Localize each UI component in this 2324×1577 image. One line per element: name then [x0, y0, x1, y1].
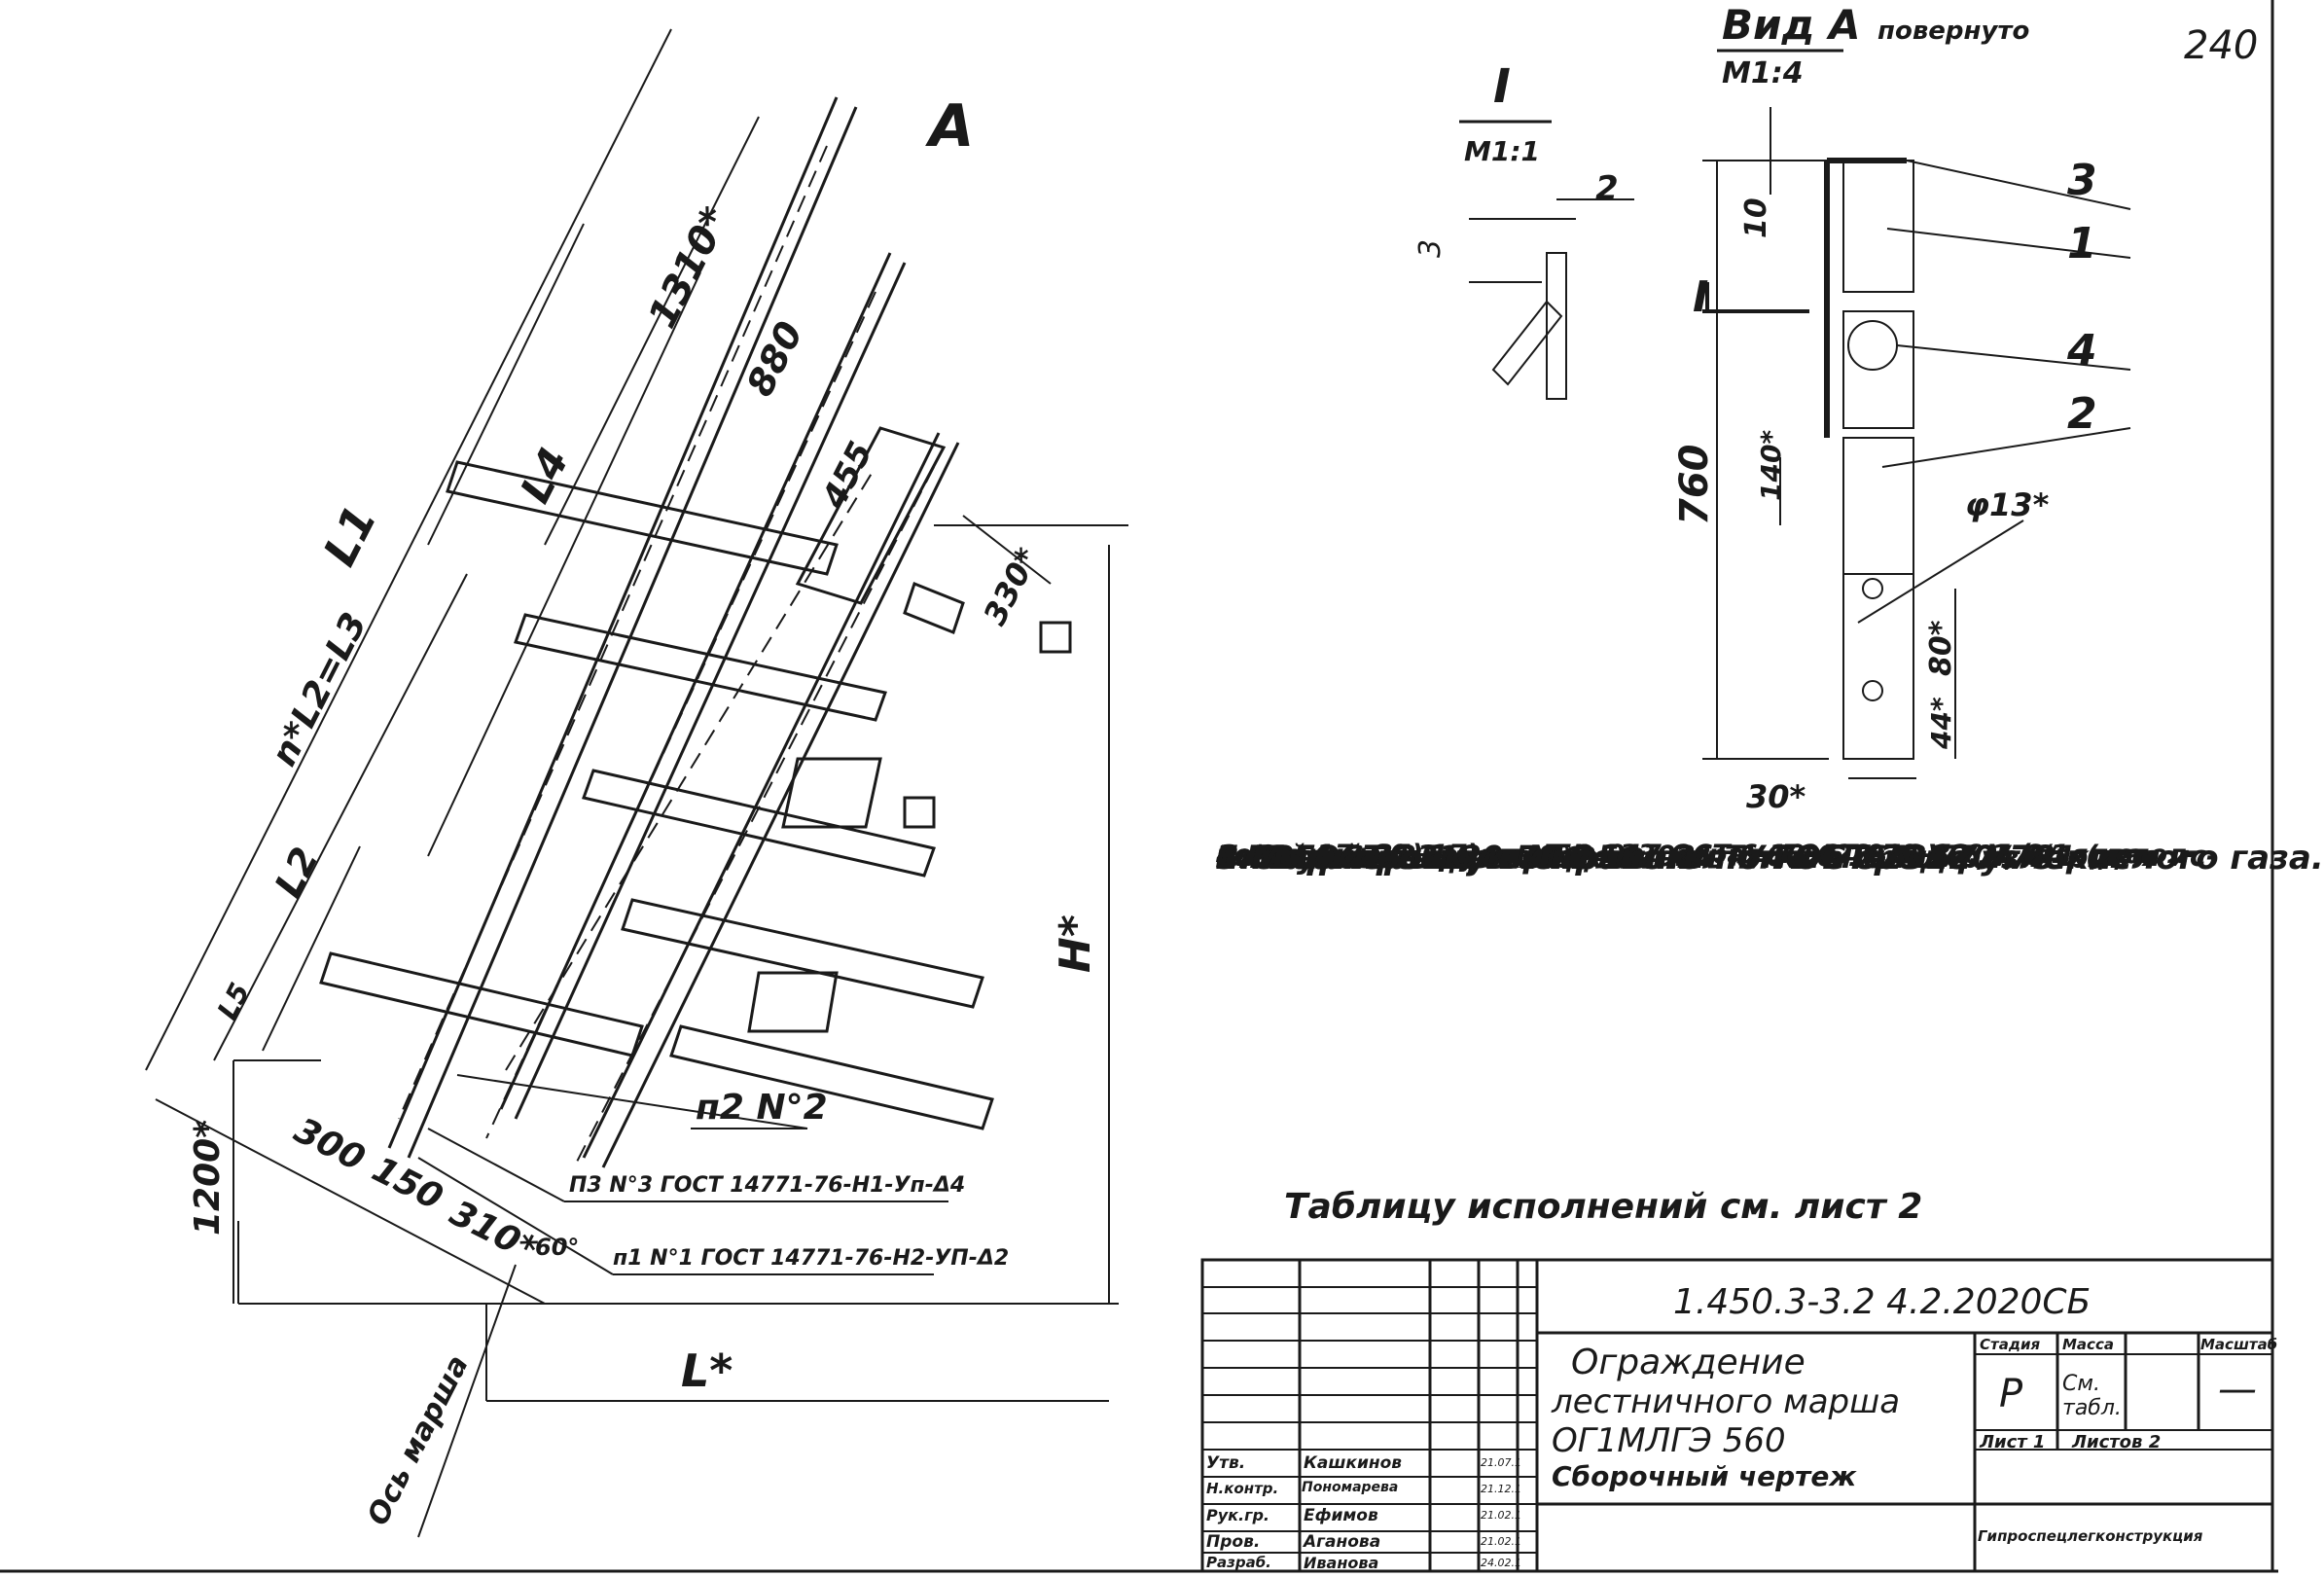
dim-L: L* [681, 1344, 733, 1397]
signature-name: Иванова [1304, 1554, 1379, 1572]
doc-code: 1.450.3-3.2 4.2.2020СБ [1673, 1282, 2092, 1322]
axis-label: Ось марша [361, 1350, 476, 1531]
main-view [319, 96, 1072, 1168]
dim-H: H* [1051, 914, 1100, 973]
signature-row: Утв. Кашкинов 21.07.1 [1204, 1452, 1535, 1477]
callout-3: 3 [2067, 156, 2097, 205]
view-a-dim-140: 140* [1755, 430, 1787, 501]
mass-value: См. табл. [2062, 1372, 2122, 1420]
signature-role: Рук.гр. [1206, 1506, 1269, 1524]
signature-role: Пров. [1206, 1532, 1261, 1552]
view-a-dim-80: 80* [1924, 620, 1958, 676]
dim-L1: L1 [313, 497, 387, 574]
signature-row: Разраб. Иванова 24.02.1 [1204, 1553, 1535, 1574]
product-name-line-3: ОГ1МЛГЭ 560 [1552, 1421, 1786, 1460]
section-I-dim-3: 3 [1413, 239, 1448, 258]
product-name-line-2: лестничного марша [1552, 1382, 1901, 1421]
product-name-line-4: Сборочный чертеж [1552, 1460, 1857, 1492]
signature-row: Пров. Аганова 21.02.1 [1204, 1530, 1535, 1556]
weld-p1-label: п1 N°1 ГОСТ 14771-76-Н2-УП-Δ2 [613, 1246, 1009, 1271]
note-1: 1.Сварные швы N°2 выполнять в среде угле… [1216, 839, 2324, 878]
dim-L2: L2 [267, 841, 327, 904]
callout-2: 2 [2067, 389, 2097, 439]
stage-value: Р [1999, 1372, 2023, 1416]
signature-name: Аганова [1304, 1532, 1381, 1552]
signature-role: Утв. [1206, 1453, 1246, 1473]
view-a-scale: М1:4 [1722, 56, 1804, 90]
view-a-dim-44: 44* [1925, 697, 1957, 750]
dim-150: 150 [366, 1149, 449, 1218]
signature-role: Н.контр. [1206, 1480, 1279, 1497]
sheets-label: Листов 2 [2072, 1432, 2162, 1452]
view-a-dim-760: 760 [1672, 445, 1717, 526]
signature-date: 21.07.1 [1481, 1456, 1521, 1469]
weld-leaders [417, 1074, 948, 1275]
stage-header: Стадия [1980, 1336, 2041, 1353]
section-I-weld: 2 [1595, 169, 1619, 208]
view-a-dim-30: 30* [1746, 778, 1806, 815]
signature-row: Рук.гр. Ефимов 21.02.1 [1204, 1504, 1535, 1529]
view-a: Вид А повернуто М1:4 [1672, 1, 2131, 815]
note-2: 2.*Размеры для справок. [1216, 839, 1700, 878]
sheet-number: 240 [2184, 23, 2258, 68]
product-name-line-1: Ограждение [1571, 1343, 1806, 1382]
dim-330: 330* [976, 542, 1046, 631]
title-block-grid [1200, 1258, 2274, 1573]
hidden-lines [398, 145, 935, 1168]
signature-date: 21.12.1 [1481, 1483, 1521, 1495]
mass-header: Масса [2062, 1336, 2114, 1353]
main-labels: А L1 L4 n*L2=L3 L2 L5 1310* 880 455 330*… [188, 92, 1100, 1531]
signature-date: 24.02.1 [1481, 1557, 1521, 1569]
view-a-section-mark: I [1693, 272, 1708, 322]
section-I-mark: I [1493, 59, 1511, 114]
scale-value: — [2218, 1367, 2257, 1412]
note-4-cont-1: полнений 00÷17) или ГФ-017 ОСТ 6-10-428-… [1216, 840, 2199, 870]
dim-L5: L5 [211, 978, 256, 1024]
main-dimensions [145, 28, 1128, 1538]
view-a-dim-10: 10 [1739, 197, 1773, 238]
signature-name: Ефимов [1304, 1506, 1378, 1525]
signature-role: Разраб. [1206, 1554, 1271, 1571]
signature-date: 21.02.1 [1481, 1535, 1521, 1548]
weld-p3-label: П3 N°3 ГОСТ 14771-76-Н1-Уп-Δ4 [569, 1173, 965, 1198]
dim-1310: 1310* [640, 200, 738, 336]
note-4-cont-3: слоя. [1216, 840, 1302, 873]
note-4-cont-2: нений 17÷35), эмаль ПФ-133, серая, ГОСТ … [1216, 840, 2144, 870]
callout-1: 1 [2067, 219, 2097, 269]
dim-1200: 1200* [188, 1120, 228, 1236]
sheet-frame [0, 0, 2278, 1573]
top-end-cap [795, 426, 947, 605]
signature-date: 21.02.1 [1481, 1509, 1521, 1522]
posts-bottom [747, 582, 1072, 1033]
view-arrow-label: А [925, 92, 974, 161]
signature-name: Кашкинов [1304, 1453, 1403, 1473]
dim-angle: 60° [535, 1234, 579, 1261]
signature-row: Н.контр. Пономарева 21.12.1 [1204, 1478, 1535, 1503]
dim-300: 300 [288, 1110, 372, 1179]
table-reference: Таблицу исполнений см. лист 2 [1284, 1187, 1923, 1227]
dim-nL2: n*L2=L3 [264, 606, 375, 772]
note-4: 4.Покрытие:Грунтовка ГФ-021 ТУ6-10-1642-… [1216, 840, 2219, 873]
callout-4: 4 [2066, 326, 2097, 376]
section-I: I М1:1 3 2 [1413, 59, 1634, 400]
scale-header: Масштаб [2200, 1336, 2278, 1353]
note-5: 5.Маркировку выполнять по ГОСТ 23120-78. [1216, 839, 2068, 878]
balusters [319, 460, 994, 1130]
organization: Гипроспецлегконструкция [1978, 1527, 2203, 1545]
view-a-title: Вид А [1722, 1, 1861, 49]
section-I-scale: М1:1 [1464, 135, 1540, 167]
note-3: 3.Неуказанные предельные отклонения разм… [1216, 839, 2154, 876]
view-a-suffix: повернуто [1877, 17, 2029, 46]
note-3-cont: - по ГОСТ 23120-78. [1216, 839, 1571, 876]
sheet-label: Лист 1 [1980, 1432, 2046, 1452]
view-a-hole: φ13* [1965, 486, 2050, 523]
product-name: Ограждение лестничного марша ОГ1МЛГЭ 560… [1552, 1343, 1970, 1492]
signature-name: Пономарева [1302, 1480, 1399, 1495]
